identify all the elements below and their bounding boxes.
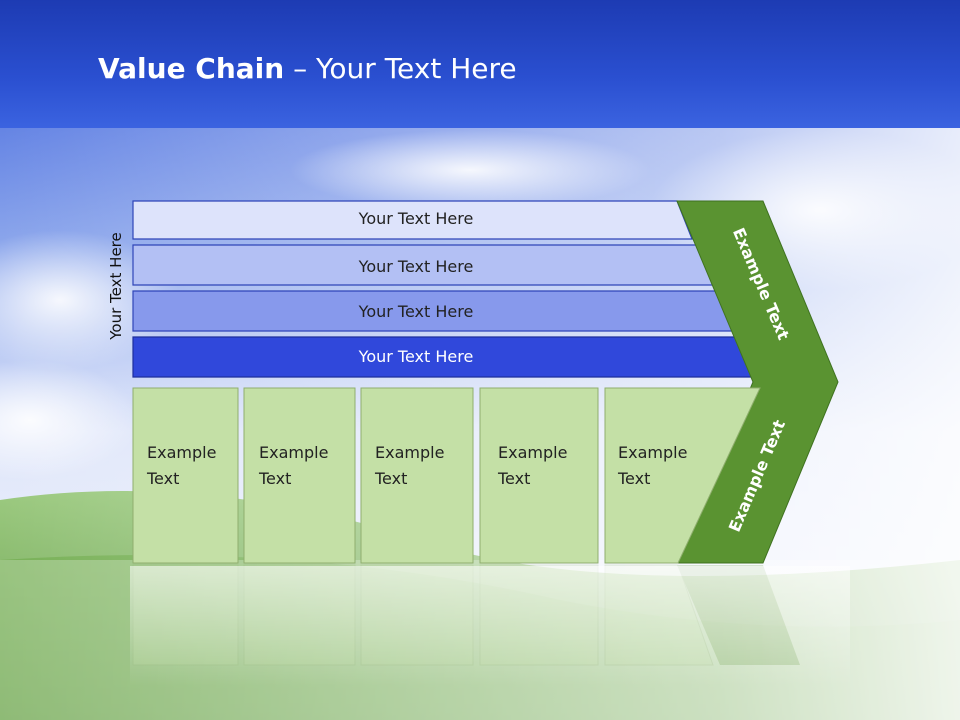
activity-1: Example Text xyxy=(243,387,356,564)
activity-3: Example Text xyxy=(479,387,599,564)
activity-4-line1: Example xyxy=(618,443,687,462)
title-bold: Value Chain xyxy=(98,52,285,85)
band-0: Your Text Here xyxy=(132,200,693,240)
activity-4-line2: Text xyxy=(617,469,650,488)
band-2: Your Text Here xyxy=(132,290,741,332)
activity-2-line2: Text xyxy=(374,469,407,488)
activity-2-line1: Example xyxy=(375,443,444,462)
activity-0-line1: Example xyxy=(147,443,216,462)
activity-0-line2: Text xyxy=(146,469,179,488)
band-1-label: Your Text Here xyxy=(358,257,474,276)
activity-0: Example Text xyxy=(132,387,239,564)
reflection-fade xyxy=(130,566,850,686)
band-2-label: Your Text Here xyxy=(358,302,474,321)
band-0-label: Your Text Here xyxy=(358,209,474,228)
band-3-label: Your Text Here xyxy=(358,347,474,366)
band-3: Your Text Here xyxy=(132,336,765,378)
header-band xyxy=(0,0,960,128)
page-title: Value Chain – Your Text Here xyxy=(98,52,517,85)
activity-3-line1: Example xyxy=(498,443,567,462)
activity-2: Example Text xyxy=(360,387,474,564)
activity-4: Example Text xyxy=(604,387,761,564)
activity-1-line1: Example xyxy=(259,443,328,462)
activity-1-line2: Text xyxy=(258,469,291,488)
title-rest: – Your Text Here xyxy=(284,52,517,85)
band-1: Your Text Here xyxy=(132,244,717,286)
activity-3-line2: Text xyxy=(497,469,530,488)
